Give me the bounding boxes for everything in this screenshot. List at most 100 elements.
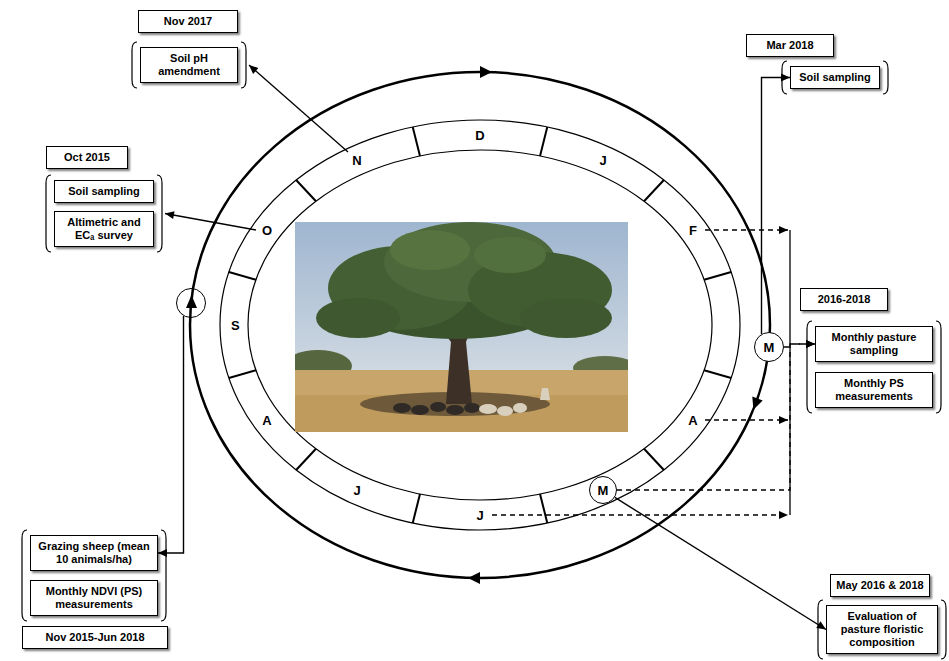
month-letter: D — [475, 128, 484, 143]
month-letter: S — [231, 318, 240, 333]
box-text: Altimetric and ECₐ survey — [59, 216, 149, 242]
group-bracket — [936, 321, 941, 413]
arrowhead — [249, 65, 258, 74]
month-letter: N — [352, 153, 361, 168]
box-text: Grazing sheep (mean 10 animals/ha) — [35, 540, 153, 566]
group-bracket — [941, 600, 946, 659]
leader-line — [705, 229, 788, 230]
month-tick — [704, 272, 731, 280]
month-letter: O — [262, 223, 272, 238]
month-ring — [248, 150, 712, 500]
ring-arrowhead — [186, 295, 197, 308]
arrowhead — [816, 621, 826, 629]
group-bracket — [46, 175, 51, 252]
month-tick — [704, 370, 731, 378]
group-bracket — [818, 600, 823, 659]
group-bracket — [807, 321, 812, 413]
activity-box: Soil pH amendment — [140, 47, 238, 83]
month-circle: M — [589, 476, 617, 504]
leader-line — [165, 214, 256, 231]
activity-box: Grazing sheep (mean 10 animals/ha) — [30, 535, 158, 571]
activity-box: Altimetric and ECₐ survey — [54, 211, 154, 247]
date-header: Nov 2015-Jun 2018 — [22, 626, 168, 649]
activity-box: Soil sampling — [54, 180, 154, 203]
activity-box: Monthly pasture sampling — [815, 326, 933, 362]
activity-box: Monthly NDVI (PS) measurements — [30, 580, 158, 616]
box-text: Soil pH amendment — [145, 52, 233, 78]
month-tick — [296, 180, 316, 201]
month-letter: A — [262, 413, 271, 428]
connector — [158, 316, 184, 557]
date-header: 2016-2018 — [800, 288, 888, 311]
month-tick — [229, 272, 256, 280]
box-text: Mar 2018 — [751, 39, 829, 52]
year-ring — [190, 72, 770, 578]
connector — [615, 497, 826, 629]
connector — [617, 340, 815, 490]
activity-box: Soil sampling — [790, 66, 880, 89]
month-ring — [220, 120, 740, 530]
ring-arrowhead — [480, 66, 492, 78]
activity-box: Monthly PS measurements — [815, 372, 933, 408]
month-tick — [229, 370, 256, 378]
ring-arrowhead — [752, 397, 762, 410]
leader-line — [492, 514, 788, 515]
date-header: Nov 2017 — [138, 10, 238, 33]
connector-line — [762, 78, 791, 335]
arrowhead — [806, 340, 815, 348]
box-text: Monthly pasture sampling — [820, 331, 928, 357]
month-letter: F — [689, 223, 697, 238]
box-text: 2016-2018 — [805, 293, 883, 306]
activity-box: Evaluation of pasture floristic composit… — [826, 605, 938, 654]
month-letter: J — [353, 482, 360, 497]
box-text: Nov 2017 — [143, 15, 233, 28]
month-letter: J — [476, 508, 483, 523]
arrowhead — [165, 211, 175, 219]
box-text: Soil sampling — [59, 185, 149, 198]
group-bracket — [161, 530, 166, 621]
connector-line — [158, 316, 184, 553]
month-tick — [644, 180, 664, 201]
month-tick — [540, 127, 547, 156]
group-bracket — [157, 175, 162, 252]
month-letter: M — [598, 483, 609, 498]
arrowhead — [158, 549, 167, 557]
connector — [762, 74, 791, 335]
box-text: Monthly NDVI (PS) measurements — [35, 585, 153, 611]
month-tick — [296, 449, 316, 470]
month-circle: M — [754, 332, 784, 362]
ring-arrowhead — [468, 572, 480, 584]
group-bracket — [883, 61, 888, 94]
box-text: Nov 2015-Jun 2018 — [27, 631, 163, 644]
box-text: Oct 2015 — [51, 151, 123, 164]
month-tick — [644, 449, 664, 470]
box-text: Monthly PS measurements — [820, 377, 928, 403]
box-text: Soil sampling — [795, 71, 875, 84]
group-bracket — [22, 530, 27, 621]
arrowhead — [781, 74, 790, 82]
box-text: Evaluation of pasture floristic composit… — [831, 610, 933, 649]
leader-line — [705, 419, 788, 420]
arrowhead — [779, 226, 788, 234]
month-tick — [413, 494, 420, 523]
connector-line — [615, 497, 826, 629]
arrowhead — [806, 340, 815, 348]
connector-line — [617, 344, 815, 490]
month-circle: S — [176, 288, 206, 318]
month-letter: M — [764, 340, 775, 355]
arrowhead — [779, 511, 788, 519]
box-text: May 2016 & 2018 — [835, 579, 925, 592]
date-header: May 2016 & 2018 — [830, 574, 930, 597]
arrowhead — [779, 416, 788, 424]
leader-line — [249, 65, 348, 152]
date-header: Oct 2015 — [46, 146, 128, 169]
group-bracket — [241, 42, 246, 88]
month-tick — [540, 494, 547, 523]
month-letter: A — [688, 413, 697, 428]
date-header: Mar 2018 — [746, 34, 834, 57]
month-letter: J — [599, 153, 606, 168]
month-tick — [413, 127, 420, 156]
montado-photo — [295, 222, 628, 432]
group-bracket — [132, 42, 137, 88]
